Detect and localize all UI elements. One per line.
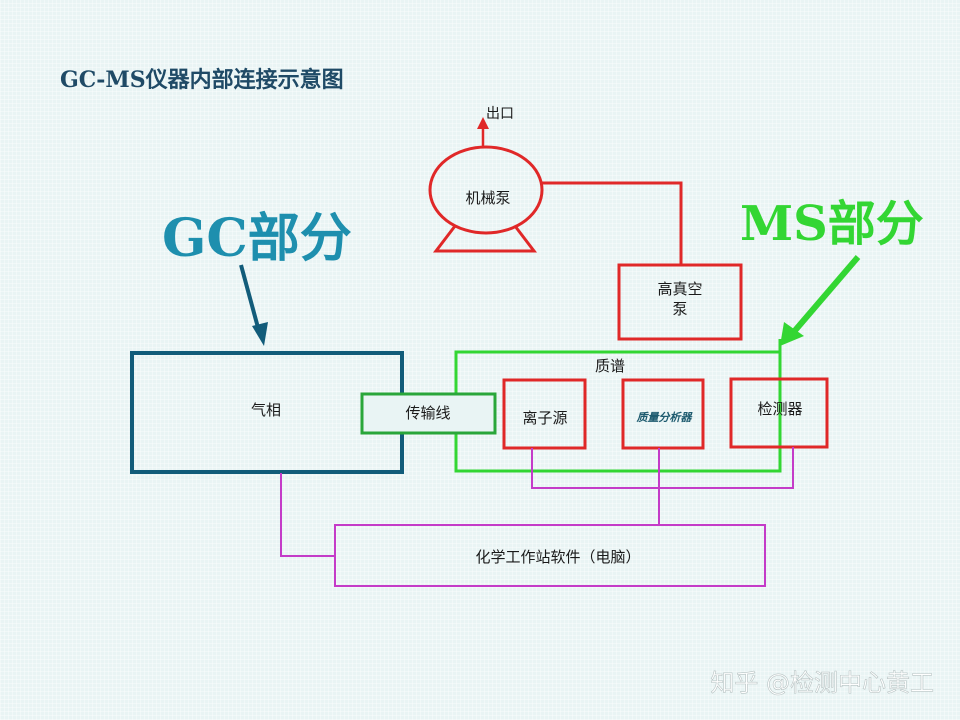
mass-analyzer-box: [621, 378, 705, 450]
page-title: GC-MS仪器内部连接示意图: [60, 67, 344, 93]
mechanical-pump: [428, 145, 544, 253]
detector-label: 检测器: [757, 400, 802, 418]
gc-arrow: [239, 264, 268, 346]
ion-source-label: 离子源: [522, 409, 567, 427]
high-vacuum-pump-box: [617, 263, 743, 341]
mass-analyzer-label: 质量分析器: [636, 411, 694, 424]
ms-section-label: MS部分: [740, 196, 924, 252]
transfer-line-box: [360, 392, 497, 435]
high-vacuum-pump-label-line1: 高真空: [657, 280, 702, 298]
detector-box: [729, 377, 829, 449]
outlet-arrow: [477, 117, 489, 147]
ms-arrow: [780, 255, 861, 346]
outlet-label: 出口: [486, 106, 514, 122]
mechanical-pump-label: 机械泵: [465, 189, 510, 207]
transfer-line-label: 传输线: [405, 404, 450, 422]
gc-section-label: GC部分: [162, 208, 352, 269]
high-vacuum-pump-label-line2: 泵: [672, 300, 687, 318]
gas-chromatograph-label: 气相: [251, 401, 281, 419]
pump-connection-line: [542, 181, 683, 265]
workstation-label: 化学工作站软件（电脑）: [475, 548, 640, 566]
ion-source-box: [502, 378, 587, 450]
watermark: 知乎 @检测中心黄工: [710, 669, 934, 697]
workstation-box: [334, 524, 766, 587]
mass-spec-label: 质谱: [595, 357, 625, 375]
data-connection-lines: [280, 447, 794, 557]
